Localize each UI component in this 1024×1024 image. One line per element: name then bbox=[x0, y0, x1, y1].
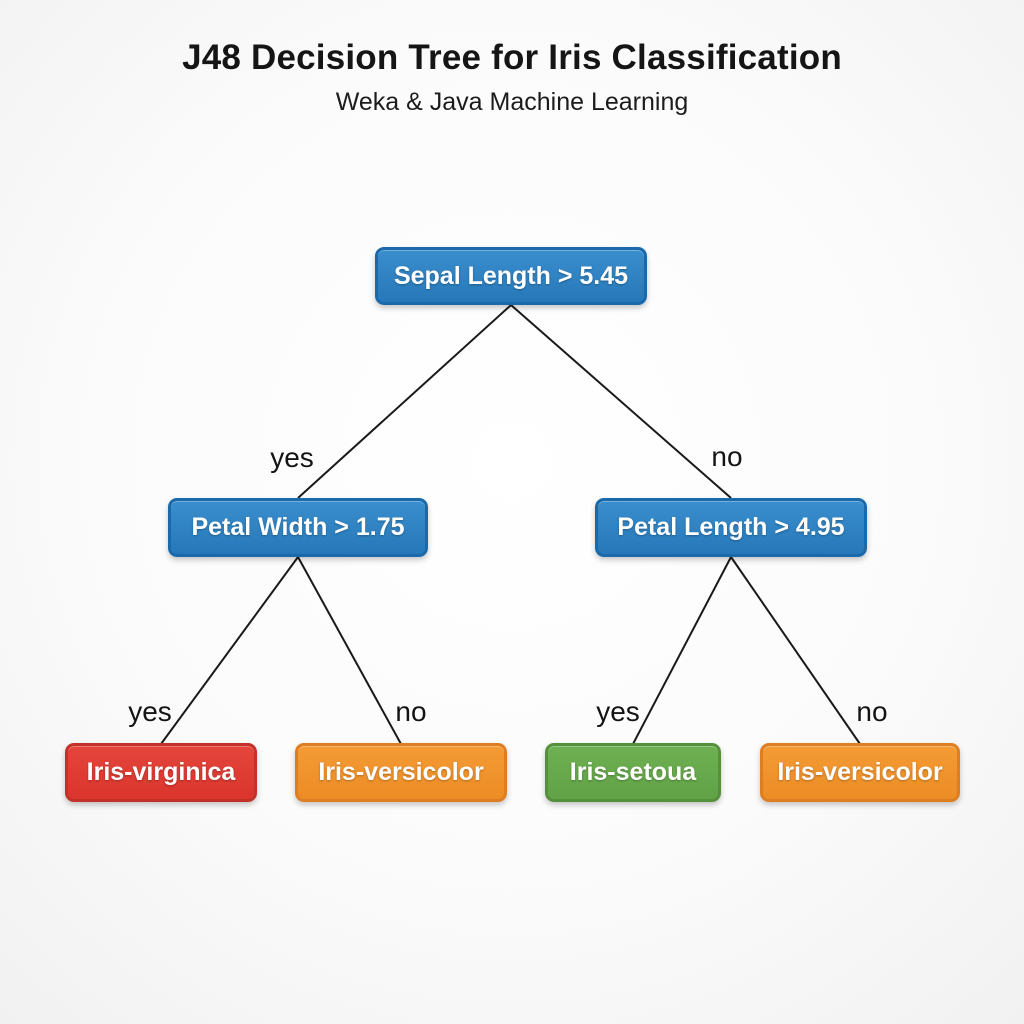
decision-node-petal-width: Petal Width > 1.75 bbox=[168, 498, 428, 557]
node-label: Iris-setoua bbox=[569, 758, 697, 786]
node-label: Petal Length > 4.95 bbox=[617, 513, 845, 541]
edge-label-yes: yes bbox=[596, 696, 640, 727]
node-label: Iris-versicolor bbox=[777, 758, 943, 786]
edge-petalwidth-yes bbox=[160, 556, 299, 745]
node-label: Iris-virginica bbox=[86, 758, 236, 786]
edge-root-no bbox=[510, 304, 732, 499]
edge-petallength-no bbox=[730, 556, 861, 745]
edge-petalwidth-no bbox=[297, 556, 402, 745]
decision-node-petal-length: Petal Length > 4.95 bbox=[595, 498, 867, 557]
leaf-node-iris-versicolor-left: Iris-versicolor bbox=[295, 743, 507, 802]
edge-petallength-yes bbox=[632, 556, 732, 745]
leaf-node-iris-versicolor-right: Iris-versicolor bbox=[760, 743, 960, 802]
node-label: Sepal Length > 5.45 bbox=[393, 261, 629, 290]
node-label: Iris-versicolor bbox=[318, 758, 484, 786]
page-title: J48 Decision Tree for Iris Classificatio… bbox=[182, 38, 842, 77]
edge-label-no: no bbox=[856, 696, 888, 727]
edge-label-no: no bbox=[395, 696, 427, 727]
edge-label-no: no bbox=[711, 441, 743, 472]
leaf-node-iris-setoua: Iris-setoua bbox=[545, 743, 721, 802]
leaf-node-iris-virginica: Iris-virginica bbox=[65, 743, 257, 802]
page-subtitle: Weka & Java Machine Learning bbox=[335, 88, 689, 116]
node-label: Petal Width > 1.75 bbox=[191, 513, 405, 541]
edge-label-yes: yes bbox=[128, 696, 172, 727]
edge-label-yes: yes bbox=[270, 442, 314, 473]
decision-node-sepal-length: Sepal Length > 5.45 bbox=[375, 247, 647, 305]
edge-root-yes bbox=[297, 304, 512, 499]
